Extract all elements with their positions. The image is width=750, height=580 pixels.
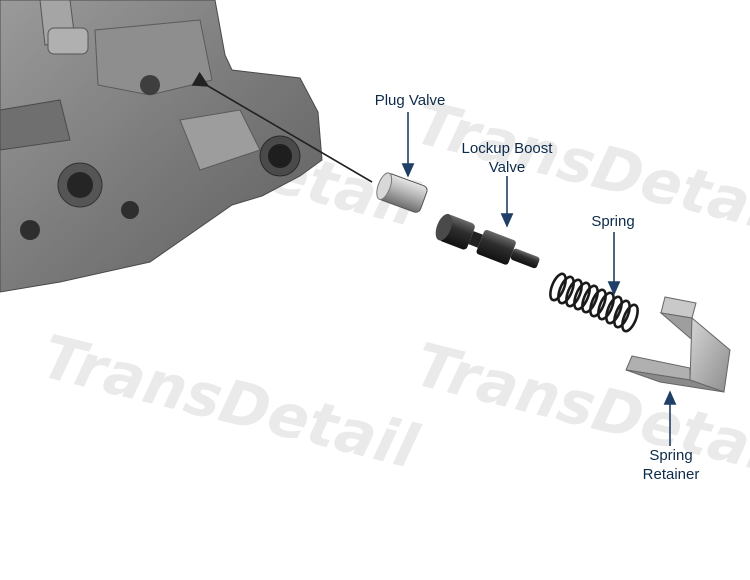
label-lockup-boost-line1: Lockup Boost (461, 140, 553, 157)
label-lockup-boost-valve: Lockup Boost Valve (447, 139, 567, 177)
label-spring-retainer-line2: Retainer (642, 466, 700, 483)
valve-body (0, 0, 323, 293)
label-lockup-boost-line2: Valve (488, 159, 526, 176)
spring (549, 272, 639, 333)
label-spring: Spring (591, 213, 635, 230)
insertion-arrow (191, 71, 373, 183)
label-spring-retainer-line1: Spring (649, 447, 693, 464)
spring-retainer (625, 296, 731, 393)
lockup-boost-valve (435, 213, 540, 269)
plug-valve (376, 172, 428, 213)
label-plug-valve: Plug Valve (374, 92, 446, 109)
label-spring-retainer: Spring Retainer (628, 446, 714, 484)
